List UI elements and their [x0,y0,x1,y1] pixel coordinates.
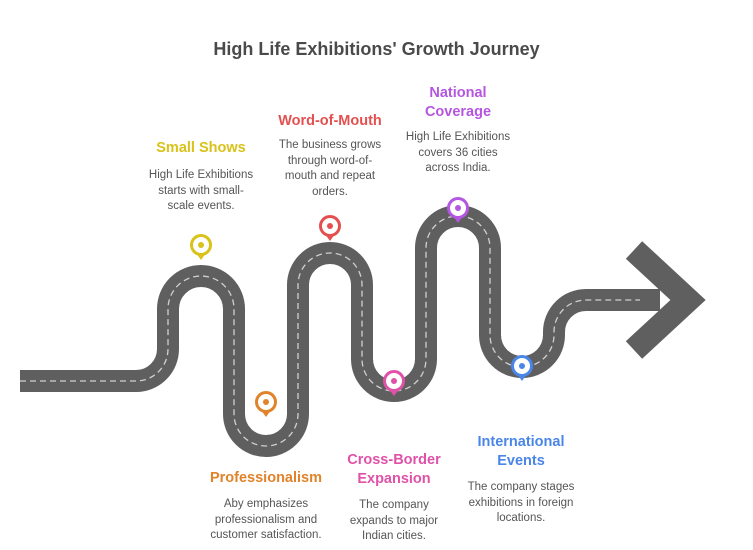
road-center-dashes [20,215,640,447]
road [20,205,660,457]
milestone-title: National Coverage [424,85,492,120]
location-pin-icon [511,355,533,381]
milestone-title: Professionalism [209,470,322,486]
milestone-title: Small Shows [156,140,246,156]
location-pin-icon [383,370,405,396]
milestone-title: Word-of-Mouth [278,113,382,129]
milestone-description: High Life Exhibitions starts with small-… [148,169,254,212]
milestone-description: The company expands to major Indian citi… [349,499,439,542]
milestone-title: International Events [477,434,565,469]
location-pin-icon [255,391,277,417]
milestone-description: The business grows through word-of-mouth… [278,139,382,198]
location-pin-icon [447,197,469,223]
arrow-head-icon [625,241,706,359]
milestone-description: Aby emphasizes professionalism and custo… [210,498,322,541]
location-pin-icon [319,215,341,241]
diagram-title: High Life Exhibitions' Growth Journey [213,39,540,59]
milestone-description: The company stages exhibitions in foreig… [467,481,575,524]
location-pin-icon [190,234,212,260]
milestone-title: Cross-Border Expansion [347,452,441,487]
milestone-description: High Life Exhibitions covers 36 cities a… [405,131,511,174]
